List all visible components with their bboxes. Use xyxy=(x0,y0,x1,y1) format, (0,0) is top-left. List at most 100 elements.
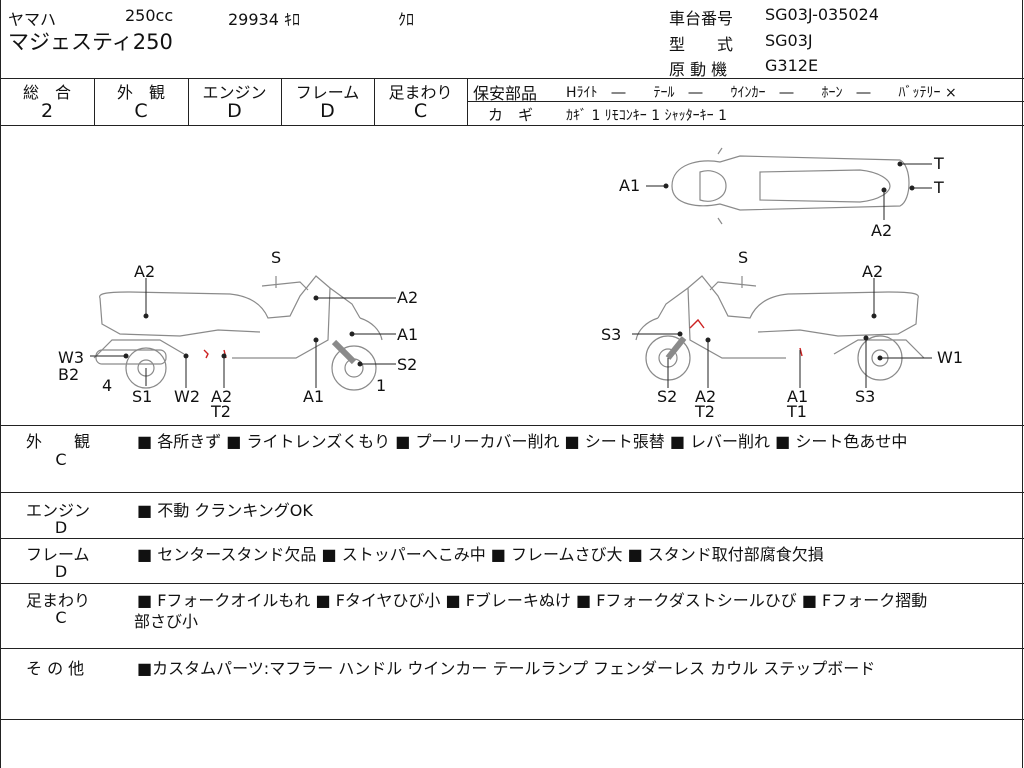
diagram-label: T2 xyxy=(210,402,231,421)
section-text-suspension-cont: 部さび小 xyxy=(134,612,199,631)
sketch-line xyxy=(99,297,261,337)
leader-dot xyxy=(349,331,355,337)
divider xyxy=(468,101,1024,102)
leader-dot xyxy=(909,185,915,191)
sketch-line xyxy=(261,281,309,291)
sketch-line xyxy=(687,287,786,359)
diagram-label: A2 xyxy=(397,288,418,307)
engine-value: G312E xyxy=(765,56,819,75)
diagram-label: S3 xyxy=(855,387,875,406)
left-rear-wheel xyxy=(125,347,167,389)
rating-label-suspension: 足まわり xyxy=(388,83,453,102)
leader-dot xyxy=(357,361,363,367)
divider xyxy=(0,648,1024,649)
type-value: SG03J xyxy=(765,31,813,50)
model-name: マジェスティ250 xyxy=(8,30,173,54)
diagram-label: A2 xyxy=(134,262,155,281)
diagram-label: B2 xyxy=(58,365,79,384)
section-text-exterior: ■ 各所きず ■ ライトレンズくもり ■ プーリーカバー削れ ■ シート張替 ■… xyxy=(137,432,908,451)
diagram-label: W3 xyxy=(58,348,84,367)
section-grade-exterior: C xyxy=(55,450,67,469)
diagram-label: S1 xyxy=(132,387,152,406)
divider xyxy=(1022,0,1023,768)
leader-dot xyxy=(881,187,887,193)
leader-dot xyxy=(183,353,189,359)
maker: ヤマハ xyxy=(8,10,57,29)
section-grade-engine: D xyxy=(54,518,68,537)
displacement: 250cc xyxy=(125,6,174,25)
damage-mark xyxy=(203,349,209,359)
top-view-cowl xyxy=(699,170,727,202)
mileage: 29934 ｷﾛ xyxy=(228,10,300,29)
diagram-label: A2 xyxy=(871,221,892,240)
left-muffler xyxy=(95,349,167,365)
sketch-line xyxy=(833,339,925,359)
rating-label-exterior: 外 観 xyxy=(116,83,165,102)
diagram-label: A1 xyxy=(787,387,808,406)
divider xyxy=(0,0,1,768)
diagram-label: A1 xyxy=(619,176,640,195)
divider xyxy=(0,125,1024,126)
divider xyxy=(467,78,468,125)
divider xyxy=(281,78,282,125)
diagram-label: S2 xyxy=(657,387,677,406)
divider xyxy=(188,78,189,125)
left-front-wheel xyxy=(331,345,377,391)
rating-value-engine: D xyxy=(227,100,242,122)
sketch-line xyxy=(635,317,659,341)
diagram-label: A2 xyxy=(211,387,232,406)
section-label-engine: エンジン xyxy=(26,501,91,520)
leader-dot xyxy=(877,355,883,361)
sketch-line xyxy=(709,281,757,291)
diagram-label: A1 xyxy=(303,387,324,406)
sketch-line xyxy=(232,287,331,359)
divider xyxy=(0,719,1024,720)
divider xyxy=(0,492,1024,493)
leader-dot xyxy=(897,161,903,167)
diagram-label: A2 xyxy=(862,262,883,281)
diagram-label: W1 xyxy=(937,348,963,367)
color: ｸﾛ xyxy=(398,10,415,29)
chassis-label: 車台番号 xyxy=(669,9,734,28)
condition-diagram: A2 S A2 A1 S2 W3 B2 4 S1 W2 A2 T2 A1 1 S… xyxy=(58,147,963,421)
rating-label-engine: エンジン xyxy=(202,83,267,102)
diagram-label: T xyxy=(933,178,944,197)
sketch-line xyxy=(757,297,919,337)
diagram-label: T2 xyxy=(694,402,715,421)
rating-label-overall: 総 合 xyxy=(22,83,71,102)
leader-dot xyxy=(677,331,683,337)
divider xyxy=(94,78,95,125)
section-text-frame: ■ センタースタンド欠品 ■ ストッパーへこみ中 ■ フレームさび大 ■ スタン… xyxy=(137,545,824,564)
section-text-engine: ■ 不動 クランキングOK xyxy=(137,501,313,520)
sketch-line xyxy=(93,339,185,359)
right-fork xyxy=(665,336,687,360)
diagram-label: S xyxy=(738,248,748,267)
diagram-label: S2 xyxy=(397,355,417,374)
divider xyxy=(0,538,1024,539)
section-label-exterior: 外 観 xyxy=(26,432,91,451)
section-text-other: ■カスタムパーツ:マフラー ハンドル ウインカー テールランプ フェンダーレス … xyxy=(137,659,876,678)
diagram-label: S3 xyxy=(601,325,621,344)
sketch-line xyxy=(99,275,361,319)
rating-label-frame: フレーム xyxy=(295,83,360,102)
safety-items: Hﾗｲﾄ ― ﾃｰﾙ ― ｳｲﾝｶｰ ― ﾎｰﾝ ― ﾊﾞｯﾃﾘｰ × xyxy=(566,85,957,101)
rating-value-overall: 2 xyxy=(40,100,54,122)
sketch-line xyxy=(657,275,919,319)
leader-dot xyxy=(871,313,877,319)
divider xyxy=(0,78,1024,79)
sketch-line xyxy=(359,317,383,341)
section-grade-frame: D xyxy=(54,562,68,581)
engine-label: 原 動 機 xyxy=(669,60,728,79)
rating-value-exterior: C xyxy=(134,100,148,122)
chassis-value: SG03J-035024 xyxy=(765,5,879,24)
top-view-seat xyxy=(759,169,891,203)
diagram-label: 4 xyxy=(102,376,112,395)
leader-dot xyxy=(143,313,149,319)
top-view-handle xyxy=(717,147,723,225)
section-label-other: そ の 他 xyxy=(26,659,85,678)
section-label-frame: フレーム xyxy=(26,545,90,564)
damage-mark xyxy=(799,347,803,357)
leader-dot xyxy=(705,337,711,343)
safety-label: 保安部品 xyxy=(473,84,538,103)
left-fork xyxy=(331,339,357,365)
